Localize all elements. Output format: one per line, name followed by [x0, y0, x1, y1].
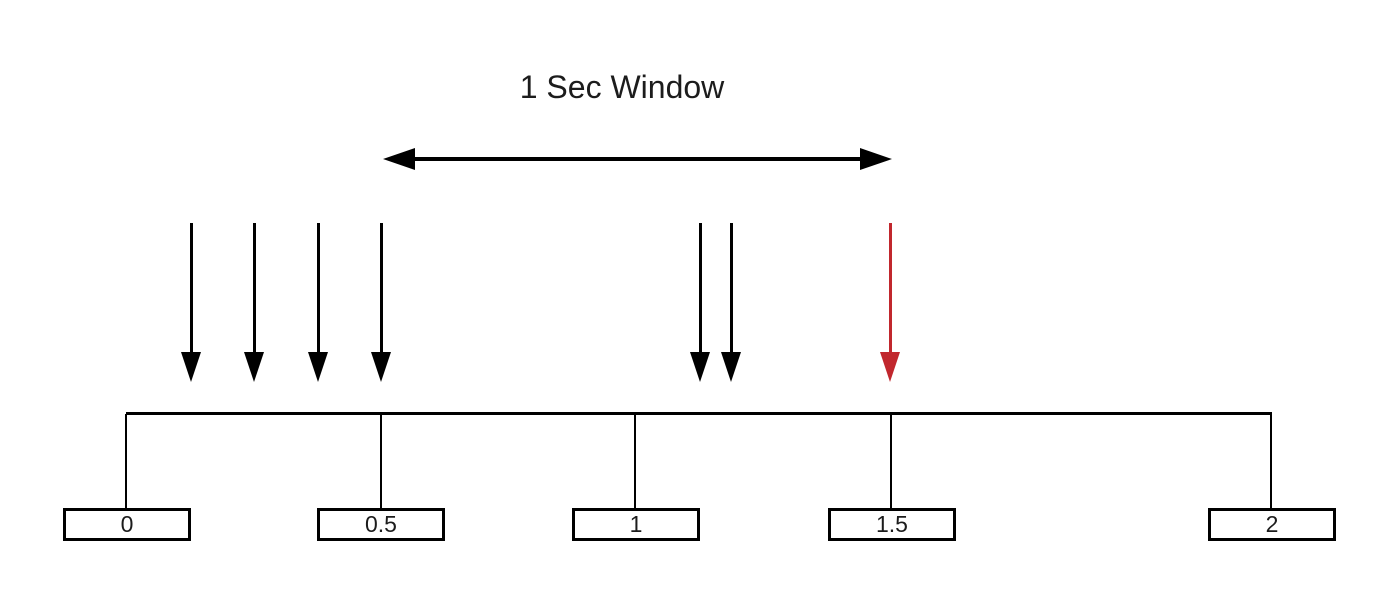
event-arrow: [371, 223, 391, 382]
arrowhead-down-icon: [880, 352, 900, 382]
arrowhead-down-icon: [721, 352, 741, 382]
tick-box-0: 0: [63, 508, 191, 541]
event-arrow: [690, 223, 710, 382]
timeline-stem: [634, 414, 636, 508]
timeline-stem: [125, 414, 127, 508]
tick-box-1: 1: [572, 508, 700, 541]
arrowhead-down-icon: [690, 352, 710, 382]
tick-label: 1.5: [876, 511, 908, 537]
timeline-stem: [1270, 414, 1272, 508]
arrowhead-left-icon: [383, 148, 415, 170]
arrowhead-down-icon: [371, 352, 391, 382]
arrowhead-down-icon: [181, 352, 201, 382]
arrowhead-right-icon: [860, 148, 892, 170]
event-arrow-highlighted: [880, 223, 900, 382]
tick-box-2: 2: [1208, 508, 1336, 541]
window-span-arrow-shaft: [409, 157, 866, 161]
event-arrow: [181, 223, 201, 382]
arrowhead-down-icon: [308, 352, 328, 382]
timeline-line: [126, 412, 1272, 415]
tick-label: 1: [629, 511, 643, 537]
timeline-stem: [890, 414, 892, 508]
timeline-stem: [380, 414, 382, 508]
window-span-arrow: [383, 148, 892, 170]
window-title: 1 Sec Window: [519, 69, 725, 105]
event-arrow: [308, 223, 328, 382]
tick-label: 2: [1265, 511, 1279, 537]
tick-box-1-5: 1.5: [828, 508, 956, 541]
arrowhead-down-icon: [244, 352, 264, 382]
event-arrow: [721, 223, 741, 382]
tick-box-0-5: 0.5: [317, 508, 445, 541]
tick-label: 0: [120, 511, 134, 537]
tick-label: 0.5: [365, 511, 397, 537]
event-arrow: [244, 223, 264, 382]
